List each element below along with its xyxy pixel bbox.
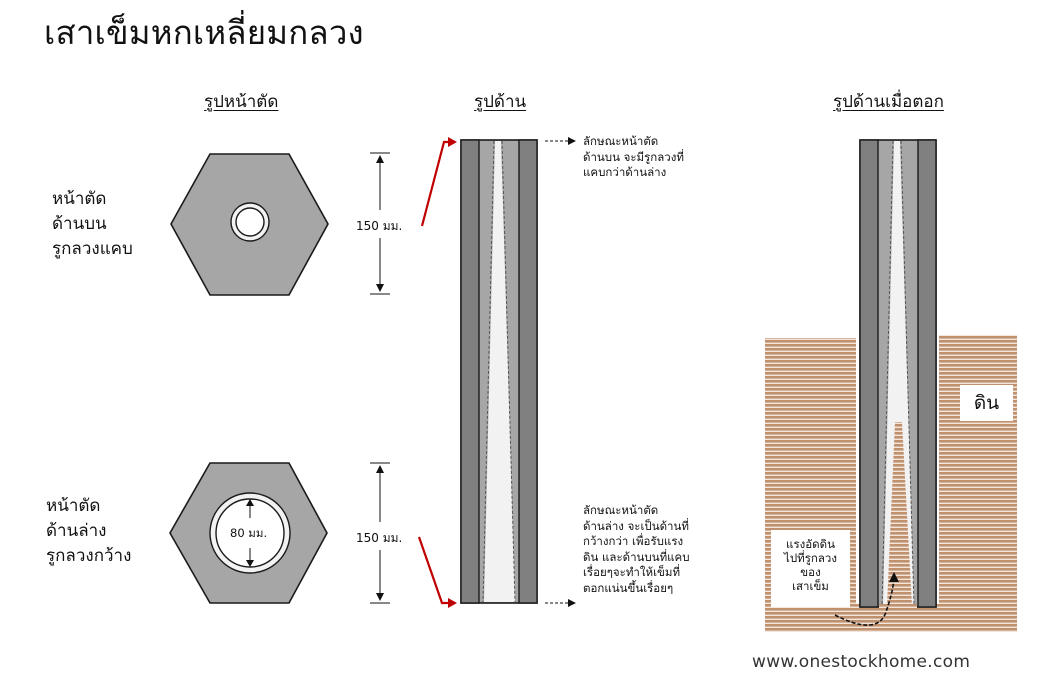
dimension-label-top: 150 มม. bbox=[354, 217, 405, 236]
header-side-view: รูปด้าน bbox=[474, 92, 527, 112]
top-section-label: หน้าตัด ด้านบน รูกลวงแคบ bbox=[52, 189, 133, 259]
hexagon-bottom-section bbox=[169, 462, 328, 604]
footer-url: www.onestockhome.com bbox=[752, 652, 971, 672]
bottom-section-label: หน้าตัด ด้านล่าง รูกลวงกว้าง bbox=[46, 496, 132, 566]
force-arrow bbox=[834, 577, 895, 626]
top-note: ลักษณะหน้าตัด ด้านบน จะมีรูกลวงที่ แคบกว… bbox=[583, 134, 684, 179]
page-title: เสาเข็มหกเหลี่ยมกลวง bbox=[44, 13, 364, 52]
red-arrow-top bbox=[420, 140, 452, 227]
pile-driven-view bbox=[859, 139, 937, 608]
dimension-label-bottom: 150 มม. bbox=[354, 529, 405, 548]
force-note: แรงอัดดิน ไปที่รูกลวง ของ เสาเข็ม bbox=[771, 530, 850, 607]
red-arrow-bottom bbox=[417, 536, 451, 605]
header-cross-section: รูปหน้าตัด bbox=[204, 92, 279, 112]
dimension-top bbox=[370, 152, 390, 295]
diameter-label: 80 มม. bbox=[230, 526, 268, 540]
pile-side-view bbox=[460, 139, 538, 604]
dimension-bottom bbox=[370, 462, 390, 604]
bottom-note: ลักษณะหน้าตัด ด้านล่าง จะเป็นด้านที่ กว้… bbox=[583, 503, 690, 595]
hexagon-top-section bbox=[170, 153, 329, 296]
header-side-view-driven: รูปด้านเมื่อตอก bbox=[833, 92, 944, 112]
soil-label: ดิน bbox=[960, 385, 1013, 421]
